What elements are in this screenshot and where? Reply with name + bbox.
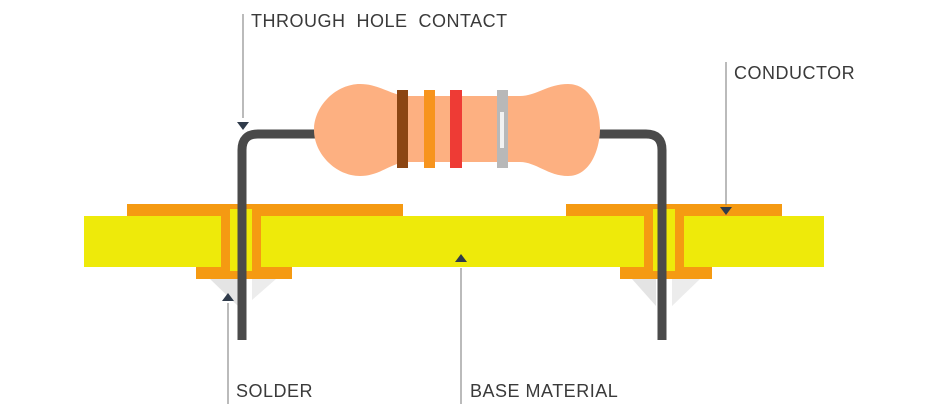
copper-pad-top-left [127, 204, 403, 216]
pointer-through-hole [237, 122, 249, 130]
resistor-band-brown [397, 90, 408, 168]
label-through-hole-contact: THROUGH HOLE CONTACT [251, 11, 508, 31]
solder-fillet-right-right [672, 279, 700, 306]
label-conductor: CONDUCTOR [734, 63, 856, 83]
pointer-solder [222, 293, 234, 301]
solder-fillet-right [632, 279, 656, 306]
label-solder: SOLDER [236, 381, 314, 401]
solder-fillet-left [210, 279, 238, 306]
label-base-material: BASE MATERIAL [470, 381, 619, 401]
resistor-band-orange [424, 90, 435, 168]
pointer-base-material [455, 254, 467, 262]
resistor-lead-right [590, 129, 667, 340]
solder-fillet-left-right [252, 279, 276, 300]
pointer-conductor [720, 207, 732, 215]
base-material-board [84, 216, 824, 267]
resistor-band-silver-highlight [500, 112, 504, 148]
resistor-lead-left [237, 129, 330, 340]
resistor-band-red [450, 90, 462, 168]
